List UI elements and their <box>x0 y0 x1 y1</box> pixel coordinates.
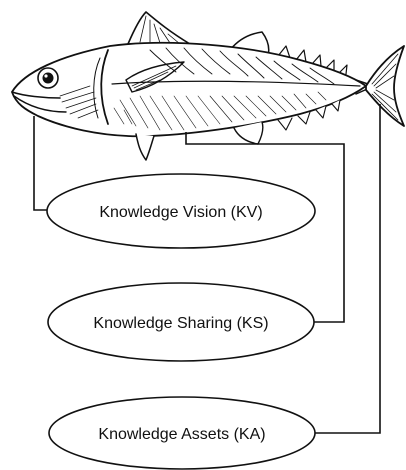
fish-eye-pupil <box>42 72 54 84</box>
gill-cover <box>100 49 109 125</box>
fish-jaw <box>13 95 67 113</box>
node-knowledge-assets: Knowledge Assets (KA) <box>48 396 316 470</box>
node-knowledge-vision: Knowledge Vision (KV) <box>46 173 316 249</box>
node-knowledge-sharing: Knowledge Sharing (KS) <box>47 282 315 362</box>
node-kv-label: Knowledge Vision (KV) <box>99 204 262 221</box>
tail-fin <box>365 45 405 127</box>
node-ka-ellipse <box>48 396 316 470</box>
lateral-line <box>111 80 361 87</box>
tail-fin-rays <box>371 53 399 121</box>
fish-body-outline <box>11 41 367 138</box>
pectoral-fin <box>125 61 185 93</box>
fish-eye-highlight <box>44 74 48 78</box>
connector-tail-to-ka <box>315 104 381 434</box>
connector-body-to-ks <box>185 132 345 323</box>
node-ks-ellipse <box>47 282 315 362</box>
connector-head-to-kv <box>33 116 48 211</box>
ventral-fin <box>135 133 155 161</box>
node-ks-label: Knowledge Sharing (KS) <box>93 315 268 332</box>
dorsal-fin-front <box>127 11 191 45</box>
node-kv-ellipse <box>46 173 316 249</box>
finlets-bottom <box>277 99 341 131</box>
gill-cover-inner <box>93 57 101 119</box>
belly-hatching <box>113 91 327 131</box>
fish-illustration <box>11 11 405 161</box>
back-stripes <box>149 47 335 85</box>
node-ka-label: Knowledge Assets (KA) <box>98 426 265 443</box>
connector-lines <box>33 104 381 434</box>
fish-mouth <box>11 91 61 99</box>
cheek-shading <box>59 85 99 119</box>
